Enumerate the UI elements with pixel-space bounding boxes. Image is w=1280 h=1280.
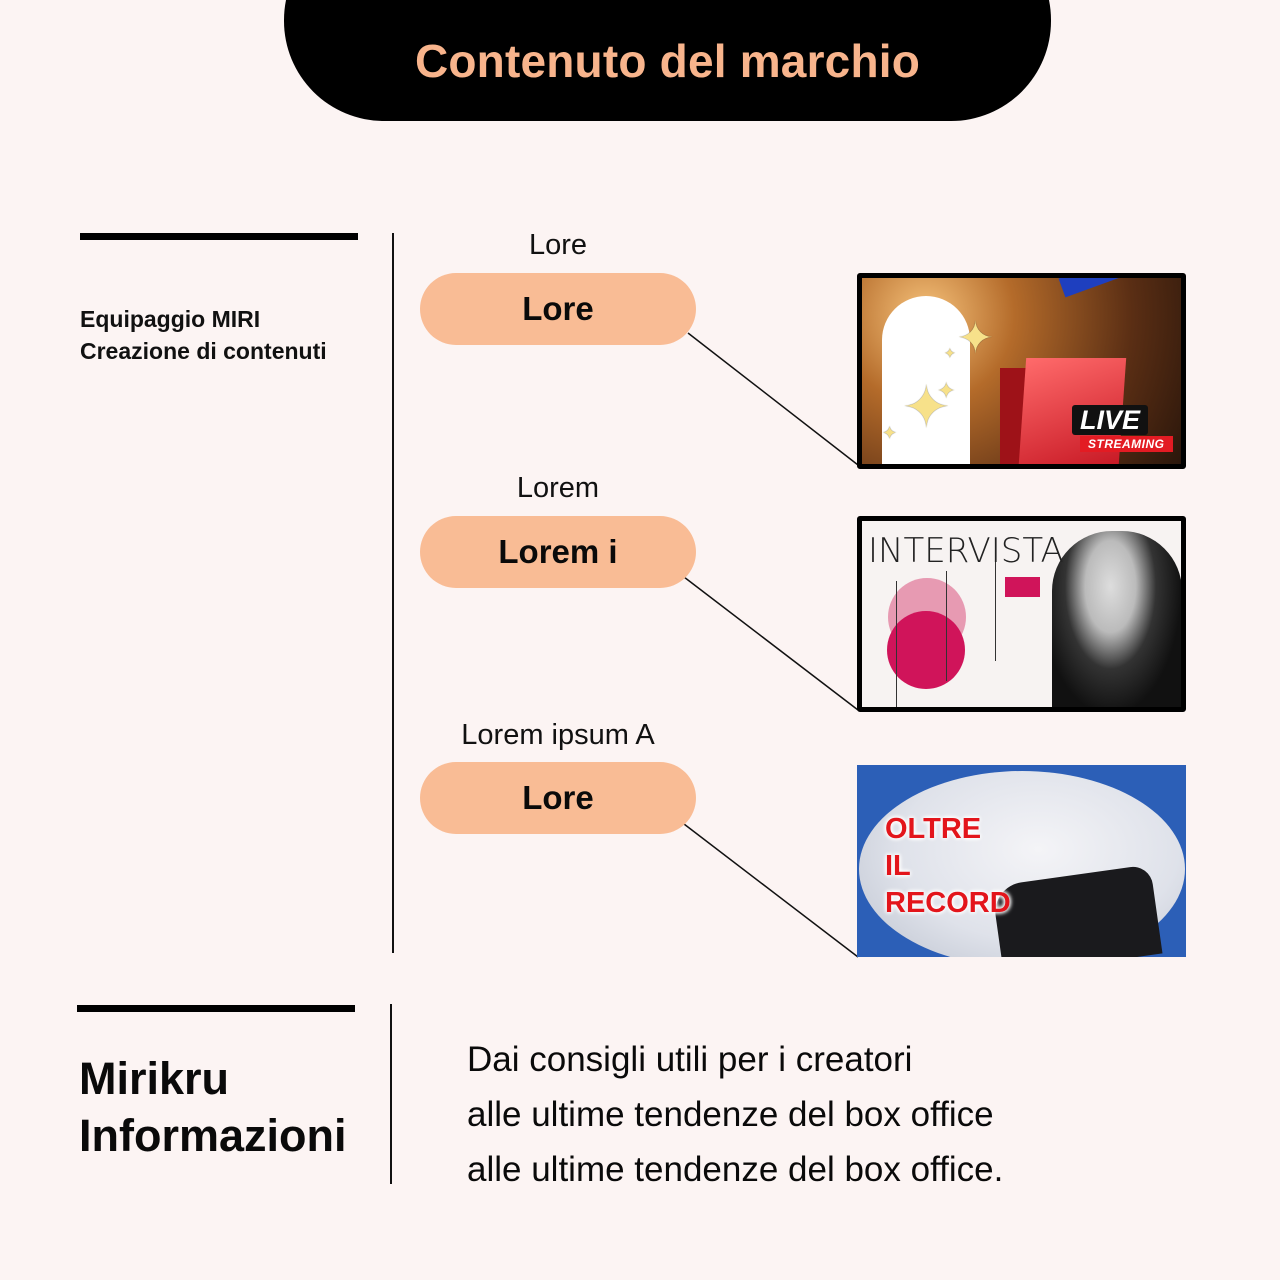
item-caption-1: Lore — [528, 229, 588, 261]
record-thumbnail[interactable]: OLTRE IL RECORD — [857, 765, 1186, 957]
arch-shape — [882, 296, 970, 464]
live-badge: LIVE — [1072, 405, 1149, 435]
section-rule-top — [80, 233, 358, 240]
interview-title: INTERVISTA — [868, 531, 1064, 571]
crew-label-line-2: Creazione di contenuti — [80, 338, 327, 364]
description-line-2: alle ultime tendenze del box office — [467, 1095, 994, 1134]
sparkle-icon: ✦ — [902, 375, 951, 440]
record-line-3: RECORD — [885, 887, 1011, 919]
info-description: Dai consigli utili per i creatori alle u… — [467, 1032, 1003, 1197]
live-streaming-thumbnail[interactable]: ✦ ✦ ✦ ✦ ✦ LIVE STREAMING — [857, 273, 1186, 469]
record-line-2: IL — [885, 850, 911, 882]
header-banner — [284, 0, 1051, 121]
sparkle-icon: ✦ — [944, 345, 956, 361]
sparkle-icon: ✦ — [957, 314, 994, 363]
section-rule-bottom — [77, 1005, 355, 1012]
decor-line — [995, 551, 996, 661]
record-title: OLTRE IL RECORD — [885, 811, 1011, 922]
info-title: Mirikru Informazioni — [79, 1050, 347, 1164]
card-shape — [1005, 577, 1040, 597]
sparkle-icon: ✦ — [937, 378, 956, 403]
section-divider-top — [392, 233, 394, 953]
record-line-1: OLTRE — [885, 813, 982, 845]
item-pill-1[interactable]: Lore — [420, 273, 696, 345]
item-pill-2[interactable]: Lorem i — [420, 516, 696, 588]
arm-shape — [1058, 278, 1179, 298]
description-line-3: alle ultime tendenze del box office. — [467, 1150, 1004, 1189]
interview-thumbnail[interactable]: INTERVISTA — [857, 516, 1186, 712]
person-photo — [1052, 531, 1181, 707]
item-caption-2: Lorem — [516, 472, 600, 504]
decor-line — [946, 571, 947, 681]
description-line-1: Dai consigli utili per i creatori — [467, 1040, 913, 1079]
info-title-line-1: Mirikru — [79, 1053, 230, 1104]
item-pill-3[interactable]: Lore — [420, 762, 696, 834]
info-title-line-2: Informazioni — [79, 1110, 347, 1161]
crew-label-line-1: Equipaggio MIRI — [80, 306, 261, 332]
decor-line — [896, 581, 897, 707]
item-caption-3: Lorem ipsum A — [461, 719, 655, 751]
page-title: Contenuto del marchio — [414, 35, 921, 87]
section-divider-bottom — [390, 1004, 392, 1184]
magenta-circle — [887, 611, 965, 689]
sparkle-icon: ✦ — [882, 423, 898, 443]
crew-label: Equipaggio MIRI Creazione di contenuti — [80, 303, 327, 367]
streaming-badge: STREAMING — [1080, 436, 1173, 452]
